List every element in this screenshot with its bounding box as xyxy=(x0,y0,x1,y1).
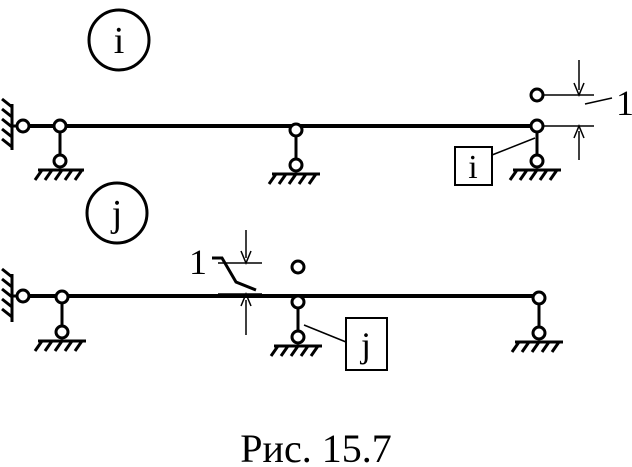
scheme-i-box-label: i xyxy=(468,149,477,186)
scheme-i-support-1 xyxy=(33,118,84,181)
scheme-j-state-label: j xyxy=(110,193,123,235)
scheme-i: i xyxy=(1,8,632,186)
figure-caption: Рис. 15.7 xyxy=(240,426,391,467)
scheme-i-displaced-node xyxy=(529,87,545,103)
scheme-i-state-marker: i xyxy=(87,8,151,72)
scheme-j-dimension xyxy=(212,230,262,335)
scheme-j-unit-label: 1 xyxy=(189,242,207,282)
scheme-i-dimension xyxy=(544,60,613,160)
scheme-j-boxed-label: j xyxy=(303,317,388,371)
scheme-j-support-2 xyxy=(269,294,322,357)
scheme-i-boxed-label: i xyxy=(454,137,536,186)
scheme-j-displaced-node xyxy=(290,259,306,275)
scheme-i-unit-label: 1 xyxy=(616,83,632,123)
scheme-i-left-clamp xyxy=(1,97,31,150)
scheme-i-state-label: i xyxy=(114,20,125,62)
scheme-i-support-2 xyxy=(267,122,320,185)
scheme-j-support-1 xyxy=(33,289,86,352)
scheme-j-state-marker: j xyxy=(85,181,149,245)
scheme-j-box-label: j xyxy=(359,325,371,365)
scheme-j-left-clamp xyxy=(1,267,31,322)
scheme-j: j xyxy=(1,181,563,371)
scheme-j-support-3 xyxy=(510,290,563,353)
scheme-i-support-3 xyxy=(508,118,561,181)
